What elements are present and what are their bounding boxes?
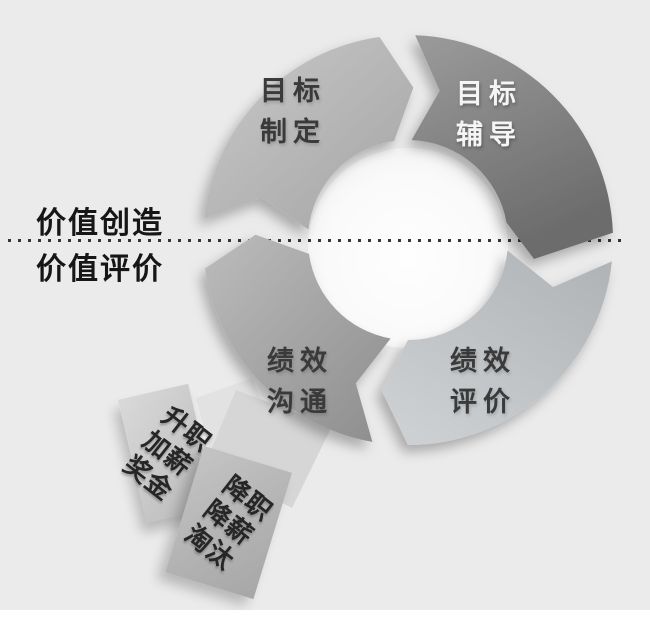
outcome-box-penalty-text: 降职 降薪 淘汰: [179, 470, 278, 576]
segment-goal-coaching-arrow: [411, 35, 613, 260]
segment-label-performance-communication: 绩效 沟通: [267, 346, 333, 417]
value-creation-label: 价值创造: [36, 207, 164, 240]
segment-label-goal-coaching: 目标 辅导: [456, 79, 522, 150]
value-divider-line: [8, 239, 625, 242]
segment-performance-evaluation-arrow: [381, 250, 612, 445]
segment-goal-setting-arrow: [204, 37, 414, 230]
segment-label-goal-setting: 目标 制定: [260, 76, 326, 147]
segment-performance-communication-arrow: [205, 234, 391, 442]
segment-label-performance-evaluation: 绩效 评价: [450, 346, 516, 417]
value-evaluation-label: 价值评价: [36, 253, 164, 286]
footer-white-strip: [0, 610, 650, 619]
